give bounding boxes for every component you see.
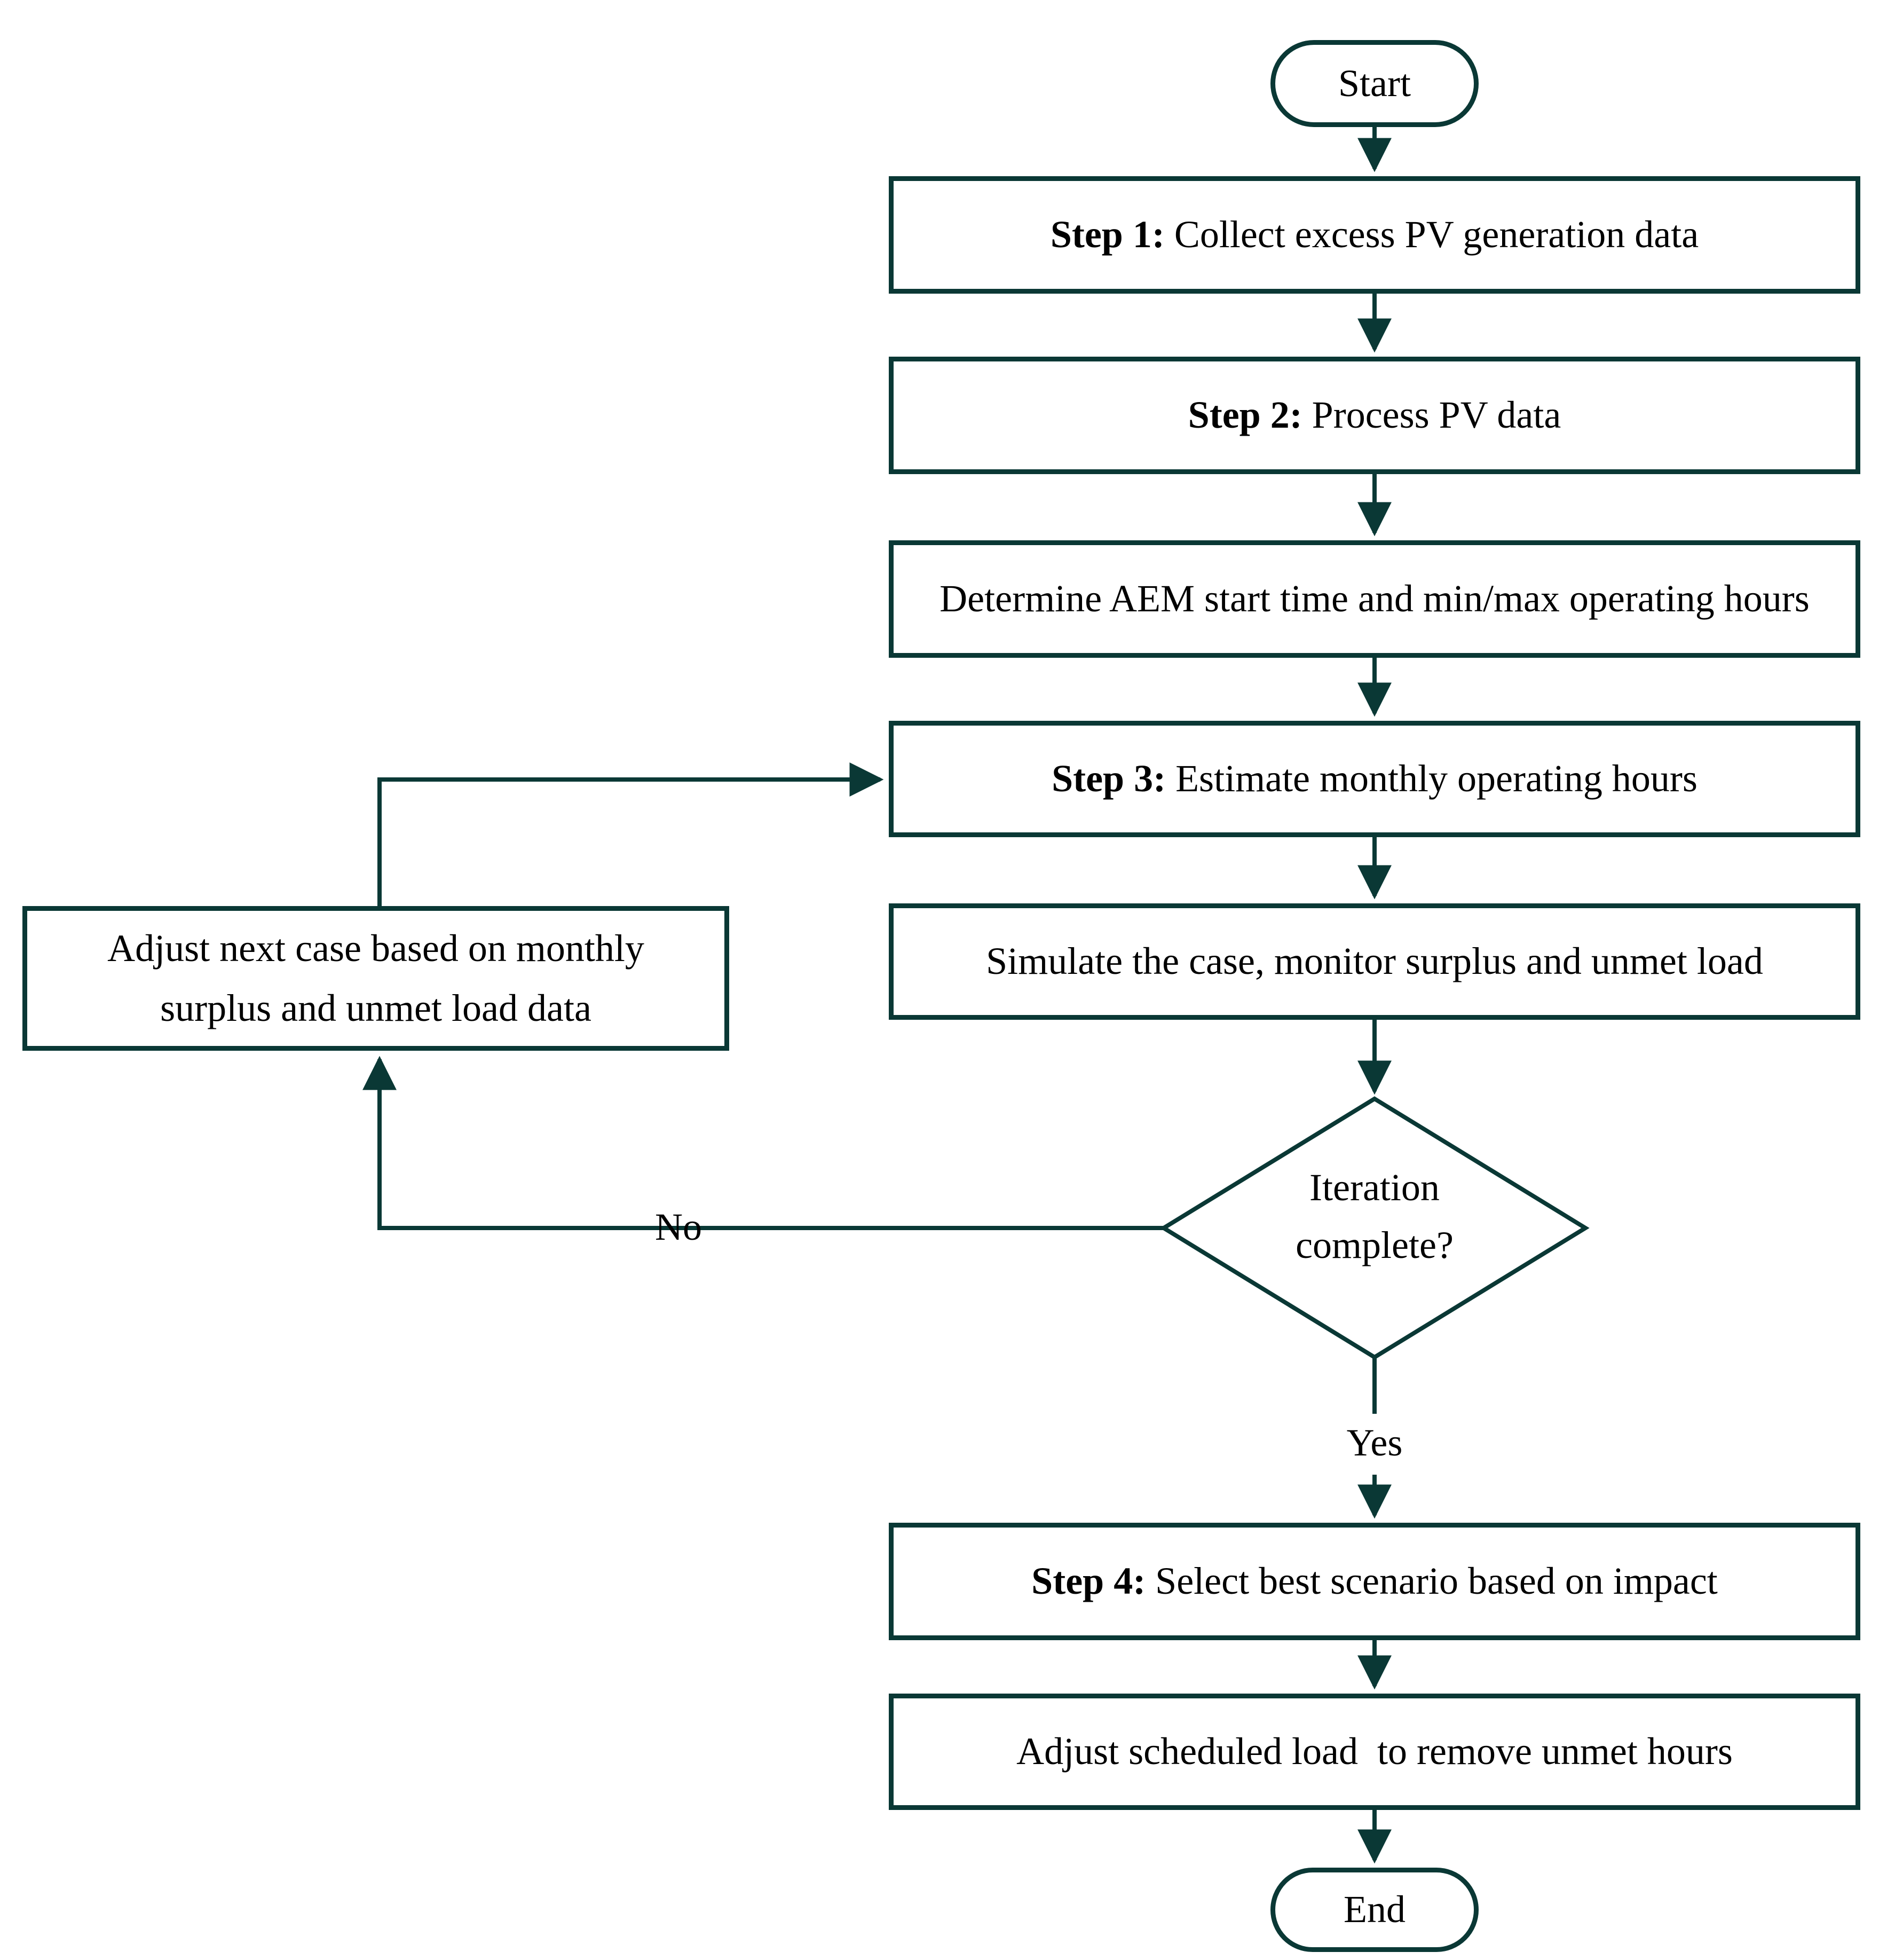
step3-label: Step 3: Estimate monthly operating hours (1026, 749, 1723, 809)
yes-edge-label: Yes (1346, 1421, 1403, 1464)
step2-node: Step 2: Process PV data (889, 357, 1860, 474)
step4-node: Step 4: Select best scenario based on im… (889, 1523, 1860, 1640)
end-node: End (1270, 1868, 1479, 1952)
start-label: Start (1338, 61, 1411, 105)
step4-prefix: Step 4: (1031, 1560, 1146, 1603)
step1-node: Step 1: Collect excess PV generation dat… (889, 176, 1860, 294)
determine-node: Determine AEM start time and min/max ope… (889, 540, 1860, 658)
decision-label: Iteration complete? (1296, 1166, 1454, 1266)
step1-prefix: Step 1: (1050, 213, 1165, 256)
adjust-case-label: Adjust next case based on monthly surplu… (107, 926, 654, 1029)
edge-decision-no-adjustcase (362, 1056, 1164, 1230)
start-node: Start (1270, 40, 1479, 127)
simulate-label: Simulate the case, monitor surplus and u… (986, 940, 1763, 983)
determine-label: Determine AEM start time and min/max ope… (939, 577, 1810, 620)
step4-label: Step 4: Select best scenario based on im… (1006, 1552, 1743, 1611)
adjust-case-node: Adjust next case based on monthly surplu… (22, 906, 729, 1051)
simulate-node: Simulate the case, monitor surplus and u… (889, 903, 1860, 1020)
step3-node: Step 3: Estimate monthly operating hours (889, 721, 1860, 837)
step1-label: Step 1: Collect excess PV generation dat… (1025, 205, 1724, 265)
no-edge-label: No (655, 1206, 702, 1248)
step2-prefix: Step 2: (1188, 393, 1302, 437)
step3-prefix: Step 3: (1052, 757, 1166, 800)
step2-label: Step 2: Process PV data (1163, 385, 1587, 445)
adjust-load-label: Adjust scheduled load to remove unmet ho… (1016, 1730, 1733, 1773)
edge-adjustcase-step3 (377, 762, 884, 906)
step4-text: Select best scenario based on impact (1146, 1560, 1718, 1603)
step1-text: Collect excess PV generation data (1164, 213, 1699, 256)
end-label: End (1344, 1888, 1406, 1931)
step3-text: Estimate monthly operating hours (1166, 757, 1697, 800)
step2-text: Process PV data (1302, 393, 1561, 437)
adjust-load-node: Adjust scheduled load to remove unmet ho… (889, 1694, 1860, 1810)
